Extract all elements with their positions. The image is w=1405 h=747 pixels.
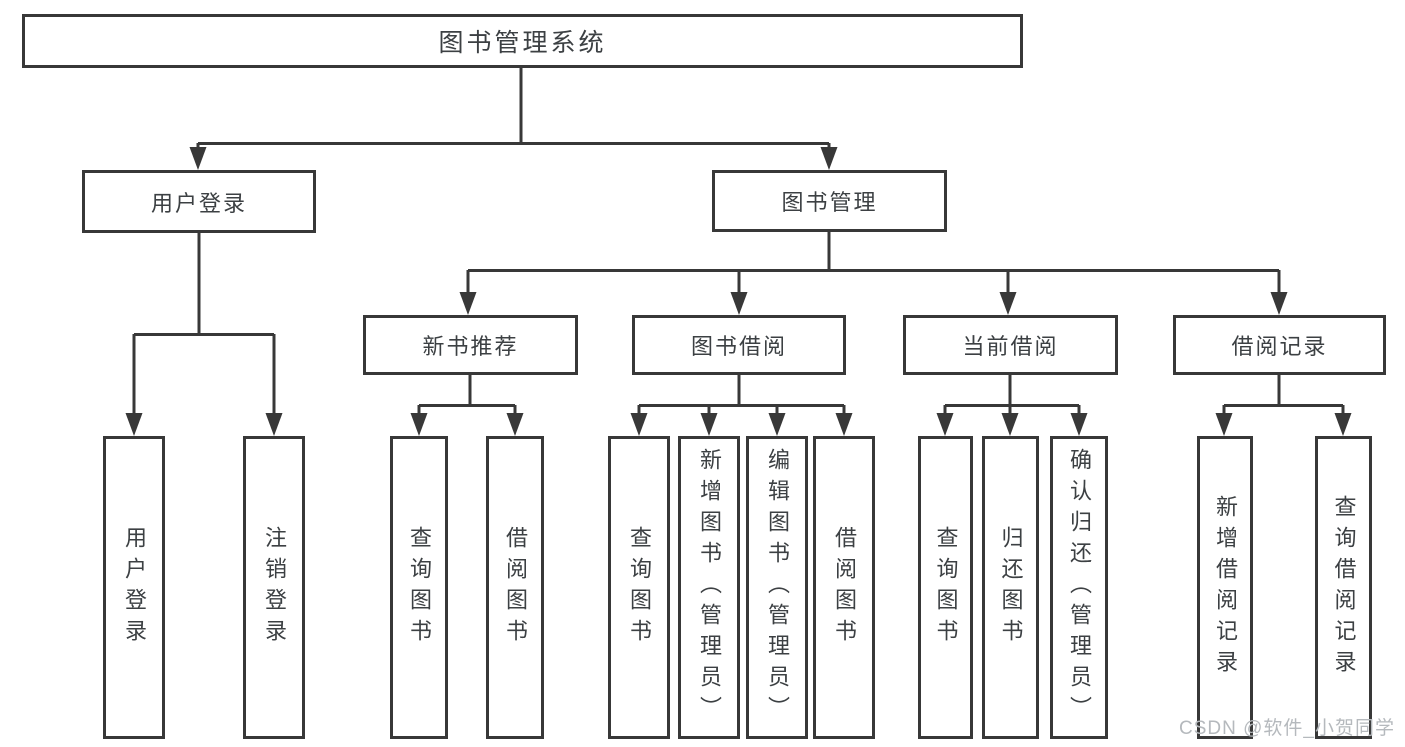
node-label: 新增借阅记录 bbox=[1213, 494, 1238, 681]
node-label: 借阅图书 bbox=[503, 525, 528, 650]
node-label: 查询图书 bbox=[407, 525, 432, 650]
node-label: 新书推荐 bbox=[422, 334, 519, 359]
leaf-borrow-books: 借阅图书 bbox=[486, 436, 544, 739]
leaf-query-books: 查询图书 bbox=[390, 436, 448, 739]
node-current-borrowing: 当前借阅 bbox=[903, 315, 1118, 375]
leaf-query-books: 查询图书 bbox=[918, 436, 973, 739]
node-label: 确认归还（管理员） bbox=[1067, 448, 1092, 727]
leaf-add-books-admin: 新增图书（管理员） bbox=[678, 436, 740, 739]
node-label: 新增图书（管理员） bbox=[697, 448, 722, 727]
node-label: 查询借阅记录 bbox=[1331, 494, 1357, 681]
node-label: 借阅记录 bbox=[1231, 334, 1328, 359]
node-label: 图书管理 bbox=[781, 190, 878, 215]
node-label: 图书借阅 bbox=[690, 334, 787, 359]
leaf-return-books: 归还图书 bbox=[982, 436, 1039, 739]
leaf-query-books: 查询图书 bbox=[608, 436, 670, 739]
node-label: 用户登录 bbox=[150, 190, 247, 216]
leaf-borrow-books: 借阅图书 bbox=[813, 436, 875, 739]
node-label: 当前借阅 bbox=[962, 334, 1059, 359]
node-borrowing-records: 借阅记录 bbox=[1173, 315, 1386, 375]
leaf-query-borrow-record: 查询借阅记录 bbox=[1315, 436, 1372, 739]
node-book-borrowing: 图书借阅 bbox=[632, 315, 846, 375]
node-label: 借阅图书 bbox=[832, 525, 857, 650]
arrowheads bbox=[125, 147, 1352, 436]
node-label: 编辑图书（管理员） bbox=[765, 448, 790, 727]
node-label: 归还图书 bbox=[998, 525, 1024, 650]
watermark: CSDN @软件_小贺同学 bbox=[1179, 718, 1395, 739]
leaf-confirm-return-admin: 确认归还（管理员） bbox=[1050, 436, 1108, 739]
node-book-management: 图书管理 bbox=[712, 170, 947, 232]
node-user-login: 用户登录 bbox=[82, 170, 316, 233]
node-label: 用户登录 bbox=[122, 525, 147, 650]
node-label: 图书管理系统 bbox=[438, 29, 607, 57]
leaf-edit-books-admin: 编辑图书（管理员） bbox=[746, 436, 808, 739]
leaf-add-borrow-record: 新增借阅记录 bbox=[1197, 436, 1253, 739]
node-label: 查询图书 bbox=[933, 525, 959, 650]
node-label: 查询图书 bbox=[627, 525, 652, 650]
node-library-system: 图书管理系统 bbox=[22, 14, 1023, 68]
node-new-book-recommend: 新书推荐 bbox=[363, 315, 578, 375]
leaf-user-login: 用户登录 bbox=[103, 436, 165, 739]
leaf-logout: 注销登录 bbox=[243, 436, 305, 739]
node-label: 注销登录 bbox=[262, 525, 287, 650]
